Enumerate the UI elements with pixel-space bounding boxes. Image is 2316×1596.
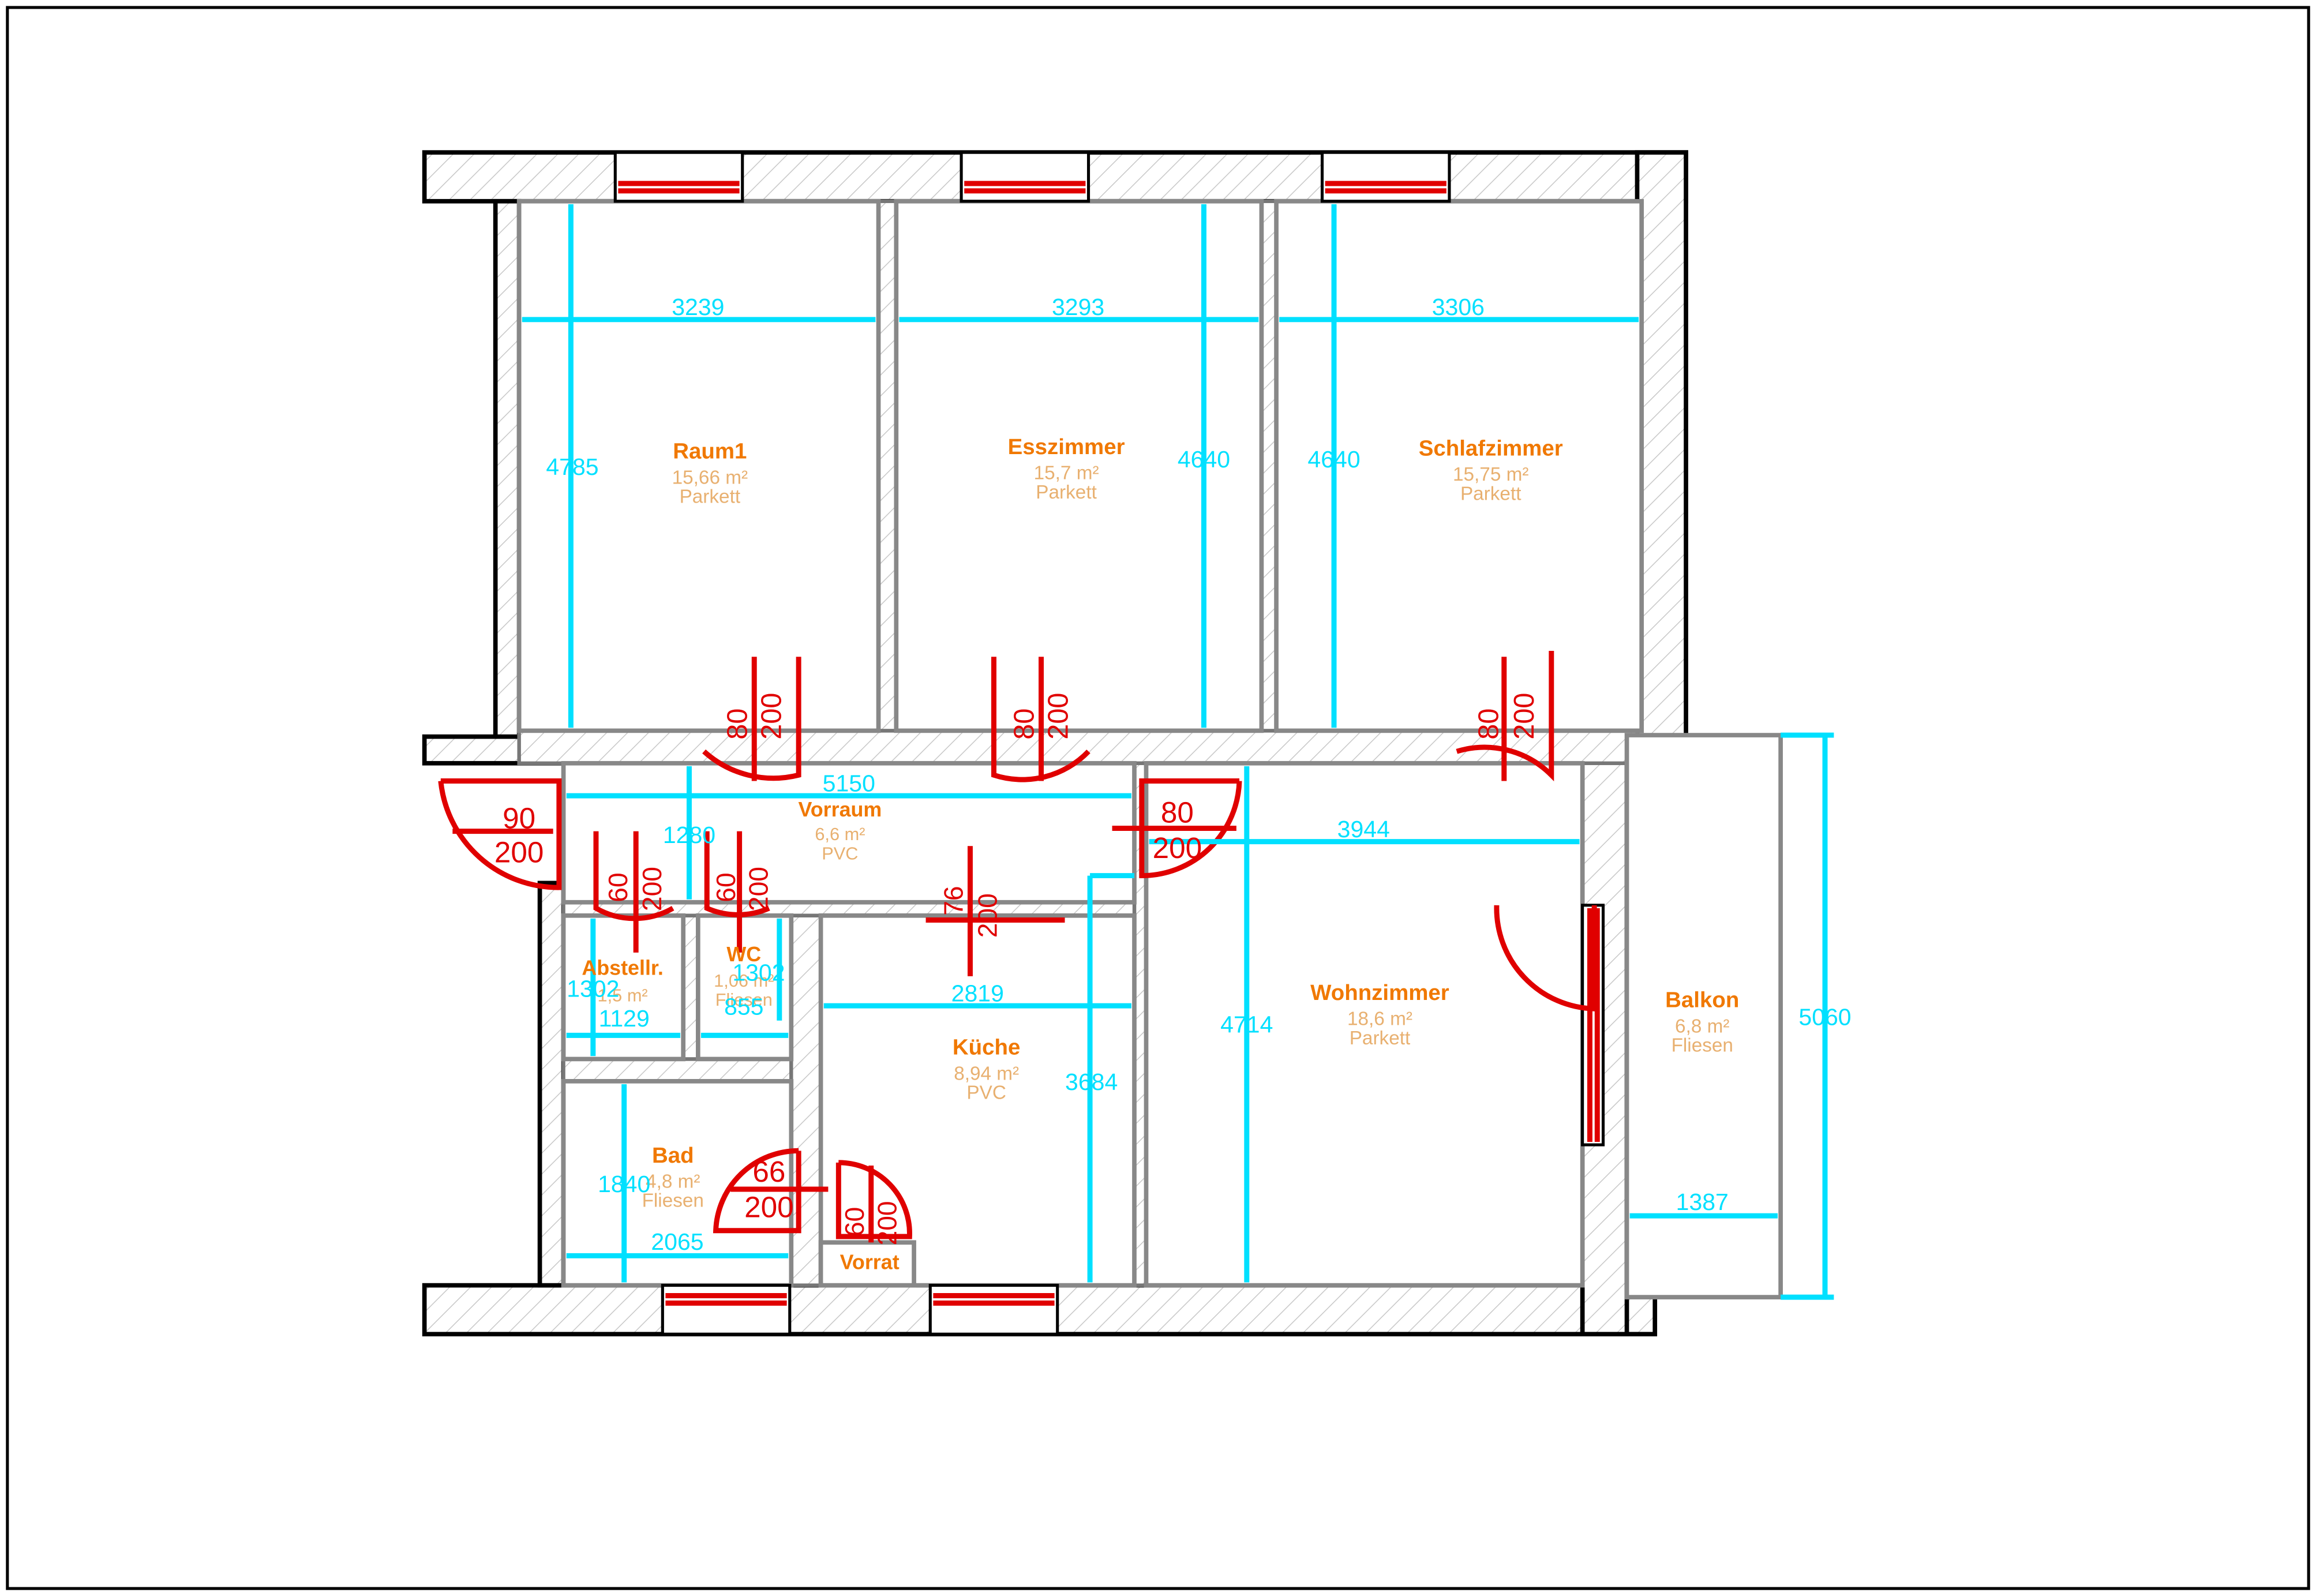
room-area-vorraum: 6,6 m² bbox=[815, 824, 865, 844]
door-raum1-height: 200 bbox=[756, 693, 787, 740]
dim-schlafzimmer-height: 4640 bbox=[1307, 446, 1360, 473]
room-schlafzimmer bbox=[1274, 198, 1644, 733]
dim-abstellr-width: 1129 bbox=[599, 1005, 650, 1032]
room-floor-bad: Fliesen bbox=[642, 1190, 704, 1212]
door-kueche-width: 76 bbox=[939, 886, 969, 915]
dim-wc-width: 855 bbox=[724, 994, 763, 1020]
room-area-esszimmer: 15,7 m² bbox=[1034, 463, 1099, 484]
room-area-kueche: 8,94 m² bbox=[954, 1063, 1019, 1084]
room-raum1 bbox=[516, 198, 881, 733]
door-schlafzimmer-width: 80 bbox=[1474, 709, 1505, 740]
dim-schlafzimmer-width: 3306 bbox=[1432, 294, 1485, 320]
room-esszimmer bbox=[894, 198, 1264, 733]
dim-wc-height: 1302 bbox=[732, 960, 785, 986]
room-area-wohnzimmer: 18,6 m² bbox=[1347, 1008, 1412, 1029]
door-entrance-height: 200 bbox=[494, 836, 544, 869]
room-vorrat bbox=[818, 1240, 916, 1288]
door-schlafzimmer-height: 200 bbox=[1509, 693, 1540, 740]
drawing-frame bbox=[6, 6, 2310, 1590]
room-vorraum bbox=[561, 760, 1137, 905]
room-balkon bbox=[1624, 733, 1783, 1299]
dim-kueche-height: 3684 bbox=[1065, 1069, 1118, 1095]
rooms bbox=[516, 198, 1783, 1299]
room-name-kueche: Küche bbox=[953, 1035, 1020, 1060]
dim-esszimmer-width: 3293 bbox=[1052, 294, 1104, 320]
door-vorrat-height: 200 bbox=[872, 1201, 902, 1245]
door-abstellr-width: 60 bbox=[603, 872, 633, 902]
window-kueche bbox=[928, 1284, 1059, 1336]
room-floor-kueche: PVC bbox=[966, 1082, 1006, 1104]
dim-bad-height: 1840 bbox=[598, 1171, 650, 1197]
dim-bad-width: 2065 bbox=[651, 1228, 703, 1255]
door-vorrat-width: 60 bbox=[840, 1207, 870, 1237]
room-name-vorrat: Vorrat bbox=[840, 1250, 900, 1273]
room-name-bad: Bad bbox=[652, 1143, 694, 1168]
room-area-raum1: 15,66 m² bbox=[672, 467, 748, 488]
door-kueche-height: 200 bbox=[973, 893, 1003, 938]
windows bbox=[613, 151, 1605, 1336]
dim-vorraum-width: 5150 bbox=[823, 770, 875, 796]
window-esszimmer bbox=[960, 151, 1090, 203]
door-raum1-width: 80 bbox=[722, 709, 753, 740]
room-name-balkon: Balkon bbox=[1665, 988, 1739, 1013]
room-name-wohnzimmer: Wohnzimmer bbox=[1310, 980, 1449, 1005]
door-entrance-width: 90 bbox=[503, 802, 535, 835]
room-floor-esszimmer: Parkett bbox=[1036, 482, 1097, 503]
room-floor-raum1: Parkett bbox=[680, 486, 741, 508]
room-name-raum1: Raum1 bbox=[673, 439, 747, 464]
room-floor-balkon: Fliesen bbox=[1672, 1035, 1733, 1056]
dim-raum1-height: 4785 bbox=[546, 454, 598, 480]
door-bad-width: 66 bbox=[752, 1155, 785, 1188]
window-raum1 bbox=[613, 151, 744, 203]
door-abstellr-height: 200 bbox=[637, 867, 667, 911]
room-name-abstellr: Abstellr. bbox=[582, 956, 664, 979]
dimension-lines bbox=[522, 204, 1834, 1300]
door-esszimmer-height: 200 bbox=[1043, 693, 1074, 740]
room-name-esszimmer: Esszimmer bbox=[1008, 434, 1125, 459]
room-floor-schlafzimmer: Parkett bbox=[1460, 484, 1521, 505]
room-bad bbox=[561, 1079, 794, 1288]
room-floor-wc: Fliesen bbox=[715, 990, 773, 1010]
room-area-wc: 1,06 m² bbox=[714, 971, 774, 991]
door-wc-height: 200 bbox=[743, 867, 773, 911]
room-name-schlafzimmer: Schlafzimmer bbox=[1419, 436, 1563, 461]
room-area-abstellr: 1,5 m² bbox=[598, 985, 648, 1005]
room-floor-vorraum: PVC bbox=[822, 843, 858, 863]
door-swings bbox=[438, 650, 1597, 1243]
room-wohnzimmer bbox=[1144, 760, 1585, 1288]
window-schlafzimmer bbox=[1320, 151, 1451, 203]
dim-raum1-width: 3239 bbox=[672, 294, 724, 320]
room-labels: Raum1 15,66 m² Parkett Esszimmer 15,7 m²… bbox=[582, 434, 1739, 1273]
dim-esszimmer-height: 4640 bbox=[1178, 446, 1230, 473]
door-wohnzimmer-width: 80 bbox=[1161, 796, 1194, 829]
dim-wohnzimmer-width: 3944 bbox=[1337, 816, 1390, 842]
room-floor-wohnzimmer: Parkett bbox=[1350, 1028, 1411, 1049]
dim-balkon-height: 5060 bbox=[1798, 1003, 1851, 1030]
dim-vorraum-height: 1280 bbox=[663, 822, 715, 848]
dimension-labels: 3239 3293 3306 4785 4640 4640 5150 1280 … bbox=[546, 294, 1851, 1255]
room-name-vorraum: Vorraum bbox=[798, 798, 882, 821]
room-area-balkon: 6,8 m² bbox=[1675, 1016, 1729, 1037]
dim-abstellr-height: 1302 bbox=[567, 976, 619, 1002]
dim-kueche-width: 2819 bbox=[951, 980, 1004, 1006]
door-labels: 80 200 80 200 80 200 90 200 80 200 60 20… bbox=[494, 693, 1540, 1246]
room-area-bad: 4,8 m² bbox=[646, 1171, 700, 1192]
door-wohnzimmer-height: 200 bbox=[1153, 831, 1202, 864]
door-esszimmer-width: 80 bbox=[1009, 709, 1040, 740]
window-bad bbox=[661, 1284, 792, 1336]
room-name-wc: WC bbox=[726, 943, 761, 966]
door-bad-height: 200 bbox=[744, 1191, 794, 1224]
dim-wohnzimmer-height: 4714 bbox=[1220, 1011, 1273, 1037]
room-area-schlafzimmer: 15,75 m² bbox=[1453, 464, 1528, 485]
dim-balkon-width: 1387 bbox=[1676, 1189, 1729, 1215]
door-wc-width: 60 bbox=[711, 872, 741, 902]
